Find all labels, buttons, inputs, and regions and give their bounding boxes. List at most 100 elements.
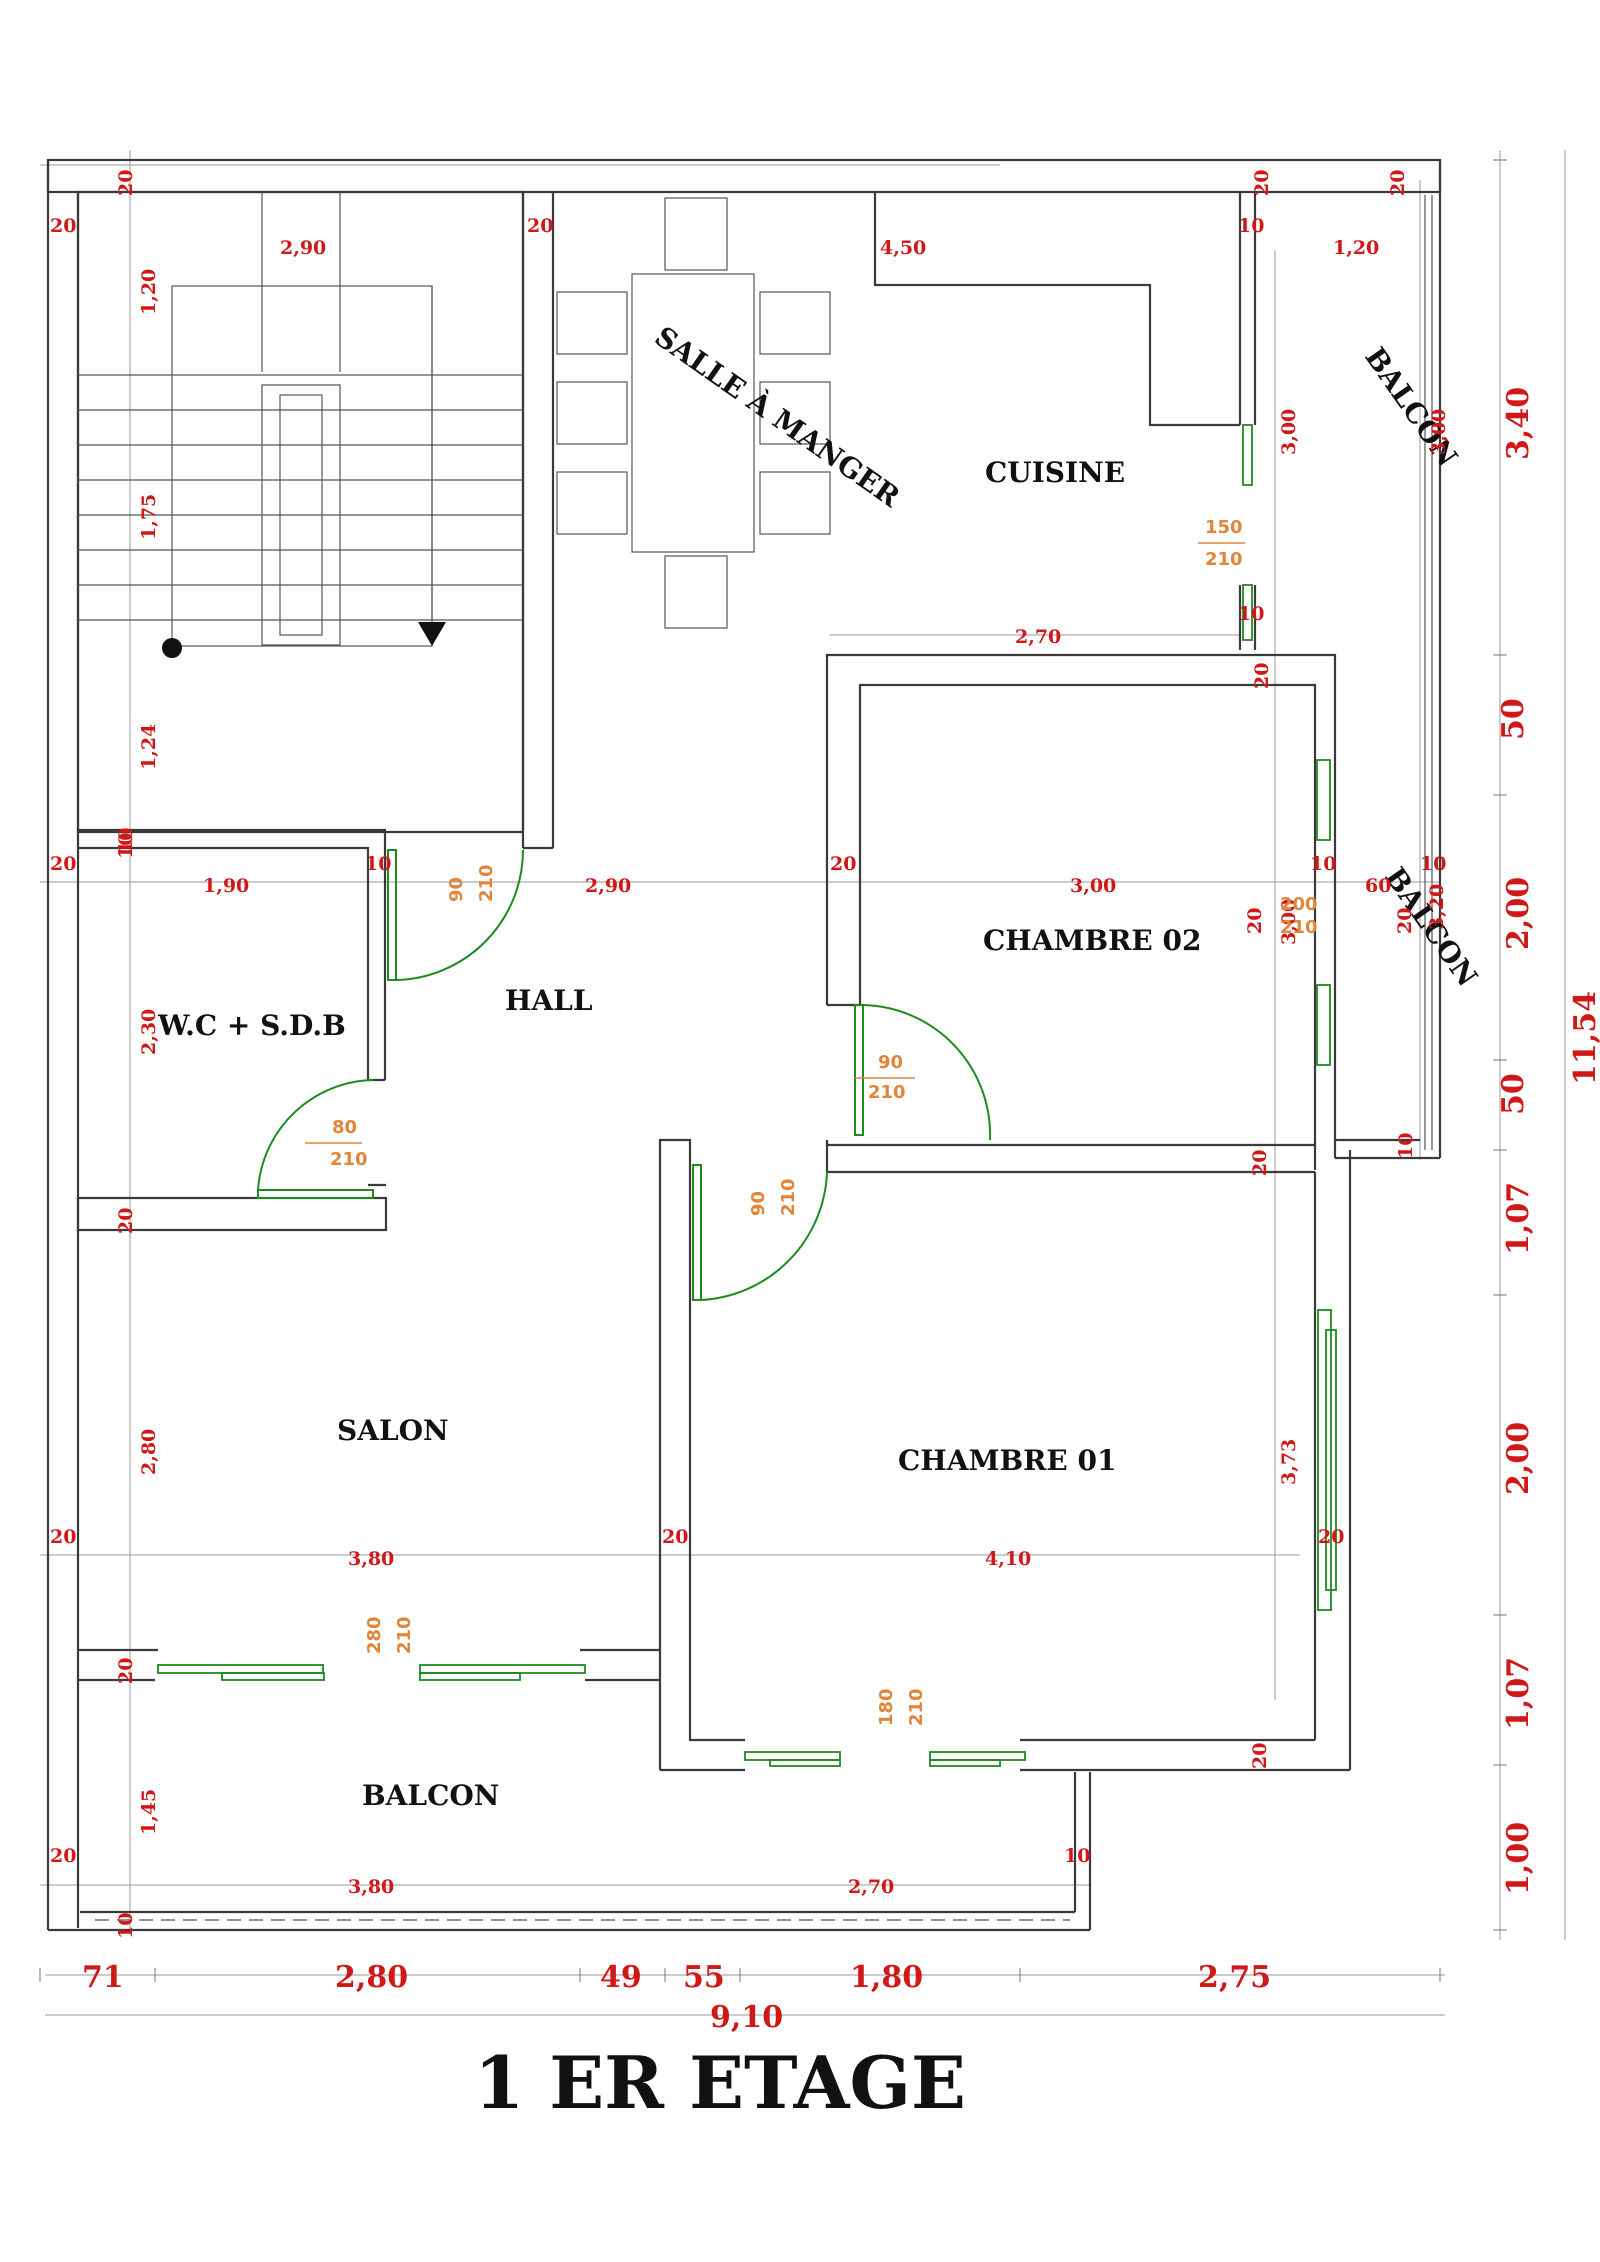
dim-f-total: 9,10: [710, 2000, 783, 2035]
opening-3-w: 80: [332, 1117, 357, 1138]
dimension-lines: [39, 150, 1566, 2016]
dim-thick-15: 20: [115, 1208, 137, 1234]
dim-mid-4: 60: [1365, 875, 1391, 897]
dim-thick-23: 20: [50, 1845, 76, 1867]
dim-r-4: 50: [1496, 1073, 1531, 1115]
opening-5-h: 210: [778, 1178, 799, 1216]
dim-f-2: 2,80: [335, 1960, 408, 1995]
dim-f-4: 55: [683, 1960, 725, 1995]
dimension-labels: 2,90 4,50 1,20 1,90 2,90 3,00 60 2,70 3,…: [50, 170, 1600, 2035]
opening-1-w: 150: [1205, 517, 1243, 538]
dim-thick-6: 20: [1387, 170, 1409, 196]
opening-sizes: 150 210 90 210 80 210 90 210 90 210 200 …: [305, 517, 1318, 1726]
opening-8-h: 210: [906, 1688, 927, 1726]
dim-thick-8: 20: [1251, 663, 1273, 689]
dining-table: [556, 197, 831, 629]
dim-thick-4: 20: [1251, 170, 1273, 196]
dim-thick-26: 20: [1394, 908, 1416, 934]
dim-mid-1: 1,90: [203, 875, 249, 897]
dim-r-8: 1,00: [1501, 1822, 1536, 1895]
dim-top-3: 1,20: [1333, 237, 1379, 259]
dim-f-1: 71: [82, 1960, 124, 1995]
dim-r-6: 2,00: [1501, 1422, 1536, 1495]
dim-low-2: 4,10: [985, 1548, 1031, 1570]
dim-thick-16: 20: [50, 1526, 76, 1548]
page-title: 1 ER ETAGE: [474, 2040, 966, 2125]
dim-thick-5: 10: [1238, 215, 1264, 237]
dim-thick-9: 20: [50, 853, 76, 875]
opening-6-h: 210: [1280, 917, 1318, 938]
dim-thick-12: 10: [365, 853, 391, 875]
dim-r-5: 1,07: [1501, 1182, 1536, 1255]
dim-bottom-1: 3,80: [348, 1876, 394, 1898]
dim-thick-1: 20: [50, 215, 76, 237]
dim-thick-20: 10: [1395, 1133, 1417, 1159]
dim-f-3: 49: [600, 1960, 642, 1995]
opening-1-h: 210: [1205, 549, 1243, 570]
dim-r-2: 50: [1496, 698, 1531, 740]
dim-v-5: 2,80: [138, 1429, 160, 1475]
dim-thick-3: 20: [527, 215, 553, 237]
dim-thick-2: 20: [115, 170, 137, 196]
dim-bottom-2: 2,70: [848, 1876, 894, 1898]
opening-4-h: 210: [868, 1082, 906, 1103]
dim-thick-7: 10: [1238, 603, 1264, 625]
dim-thick-27: 10: [115, 828, 137, 854]
room-label-wc: W.C + S.D.B: [157, 1009, 346, 1042]
dim-r-3: 2,00: [1501, 877, 1536, 950]
dim-r-1: 3,40: [1501, 387, 1536, 460]
opening-7-h: 210: [394, 1616, 415, 1654]
room-label-chambre01: CHAMBRE 01: [898, 1444, 1116, 1477]
dim-mid-3: 3,00: [1070, 875, 1116, 897]
room-label-salle: SALLE À MANGER: [649, 320, 907, 514]
dim-thick-10: 10: [115, 833, 137, 859]
opening-8-w: 180: [876, 1688, 897, 1726]
dim-vi-5: 3,73: [1278, 1439, 1300, 1485]
room-label-salon: SALON: [337, 1414, 449, 1447]
dim-thick-28: 10: [115, 1913, 137, 1939]
dim-v-1: 1,20: [138, 269, 160, 315]
room-label-cuisine: CUISINE: [985, 456, 1125, 489]
dim-vi-2: 3,00: [1428, 409, 1450, 455]
dim-thick-18: 20: [1318, 1526, 1344, 1548]
dim-f-5: 1,80: [850, 1960, 923, 1995]
doors-windows: [95, 424, 1337, 1921]
dim-thick-19: 10: [1420, 853, 1446, 875]
dim-v-6: 1,45: [138, 1789, 160, 1835]
dim-vi-4: 3,20: [1426, 884, 1448, 930]
dim-f-6: 2,75: [1198, 1960, 1271, 1995]
opening-3-h: 210: [330, 1149, 368, 1170]
opening-4-w: 90: [878, 1052, 903, 1073]
dim-thick-17: 20: [662, 1526, 688, 1548]
dim-v-3: 1,24: [138, 724, 160, 770]
dim-thick-24: 10: [1064, 1845, 1090, 1867]
dim-mid-2: 2,90: [585, 875, 631, 897]
opening-6-w: 200: [1280, 894, 1318, 915]
dim-low-1: 3,80: [348, 1548, 394, 1570]
room-label-balcon-bottom: BALCON: [362, 1779, 499, 1812]
dim-v-2: 1,75: [138, 494, 160, 540]
dim-r-total: 11,54: [1568, 991, 1600, 1085]
dim-thick-13: 10: [1310, 853, 1336, 875]
dim-top-1: 2,90: [280, 237, 326, 259]
dim-thick-14: 20: [1249, 1150, 1271, 1176]
room-label-hall: HALL: [505, 984, 593, 1017]
dim-vi-1: 3,00: [1278, 409, 1300, 455]
opening-2-w: 90: [446, 877, 467, 902]
dim-thick-11: 20: [830, 853, 856, 875]
opening-2-h: 210: [476, 864, 497, 902]
dim-vi-3: 3,00: [1278, 899, 1300, 945]
dim-mid-5: 2,70: [1015, 626, 1061, 648]
dim-thick-21: 20: [115, 1658, 137, 1684]
room-label-chambre02: CHAMBRE 02: [983, 924, 1201, 957]
dim-thick-22: 20: [1249, 1743, 1271, 1769]
opening-5-w: 90: [748, 1191, 769, 1216]
walls: [46, 158, 1442, 1932]
dim-v-4: 2,30: [138, 1009, 160, 1055]
dim-top-2: 4,50: [880, 237, 926, 259]
dim-r-7: 1,07: [1501, 1657, 1536, 1730]
room-labels: SALLE À MANGER CUISINE BALCON CHAMBRE 02…: [157, 320, 1484, 1812]
dim-thick-25: 20: [1244, 908, 1266, 934]
opening-7-w: 280: [364, 1616, 385, 1654]
